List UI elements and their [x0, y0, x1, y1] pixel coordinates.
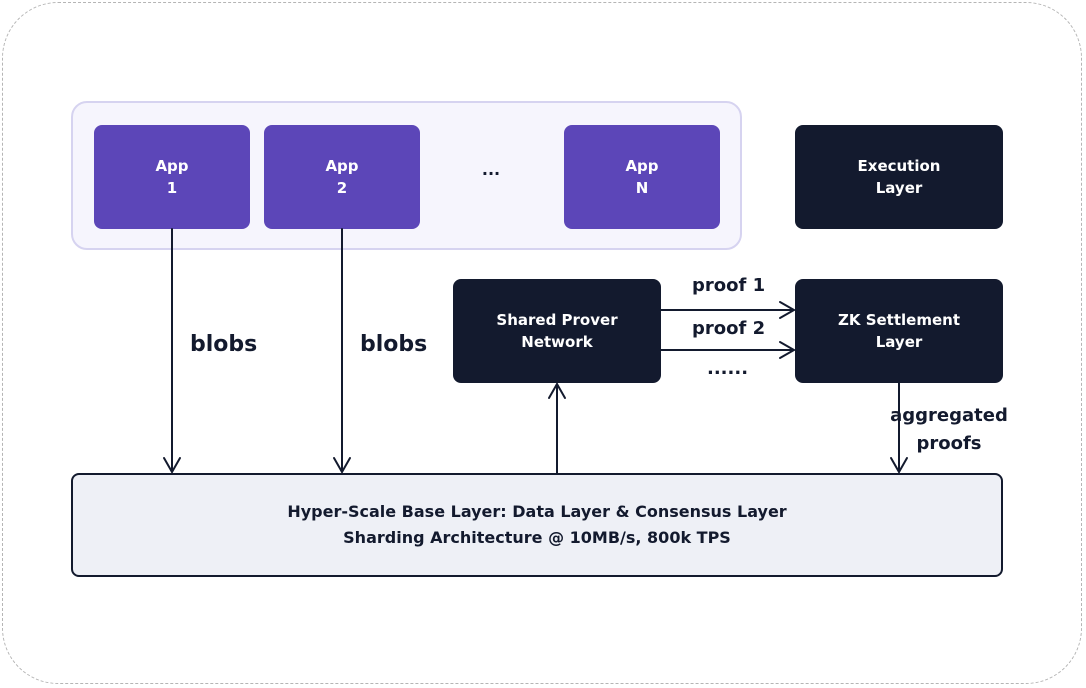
prover-line1: Shared Prover — [496, 311, 618, 329]
app-1-box: App 1 — [94, 125, 250, 229]
settlement-line1: ZK Settlement — [837, 311, 960, 329]
shared-prover-network-box: Shared Prover Network — [453, 279, 661, 383]
base-layer-box: Hyper-Scale Base Layer: Data Layer & Con… — [71, 473, 1003, 577]
proof-2-label: proof 2 — [692, 318, 766, 339]
aggregated-line2: proofs — [916, 433, 982, 454]
app-1-number: 1 — [166, 179, 178, 197]
more-proofs-label: ...... — [707, 358, 749, 379]
proof-1-label: proof 1 — [692, 275, 766, 296]
blobs-label-1: blobs — [190, 332, 258, 357]
app-n-number: N — [635, 179, 649, 197]
execution-layer-box: Execution Layer — [795, 125, 1003, 229]
settlement-line2: Layer — [875, 333, 923, 351]
aggregated-line1: aggregated — [890, 405, 1008, 426]
blobs-label-2: blobs — [360, 332, 428, 357]
base-layer-line2: Sharding Architecture @ 10MB/s, 800k TPS — [343, 528, 731, 547]
execution-layer-line1: Execution — [857, 157, 941, 175]
app-2-number: 2 — [336, 179, 348, 197]
app-1-label: App — [155, 157, 189, 175]
app-2-box: App 2 — [264, 125, 420, 229]
prover-line2: Network — [521, 333, 593, 351]
base-layer-line1: Hyper-Scale Base Layer: Data Layer & Con… — [287, 502, 787, 521]
app-2-label: App — [325, 157, 359, 175]
execution-layer-line2: Layer — [875, 179, 923, 197]
zk-settlement-layer-box: ZK Settlement Layer — [795, 279, 1003, 383]
app-n-box: App N — [564, 125, 720, 229]
apps-ellipsis: ... — [481, 160, 501, 179]
aggregated-proofs-label: aggregated proofs — [890, 402, 1008, 458]
app-n-label: App — [625, 157, 659, 175]
